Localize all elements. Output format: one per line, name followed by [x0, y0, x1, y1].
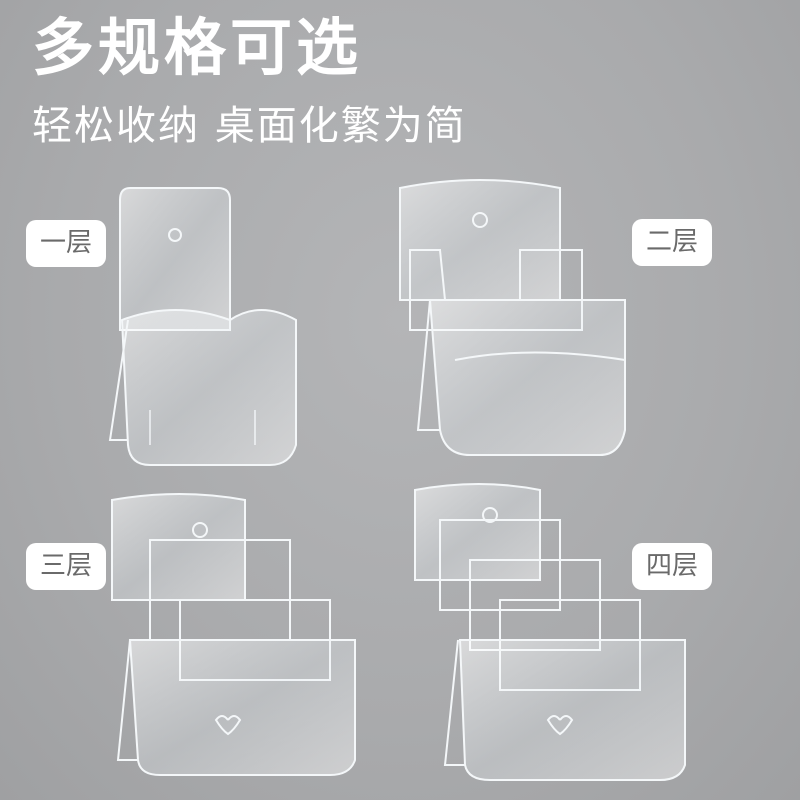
- holder-4-tier-image: [414, 483, 686, 781]
- holder-1-tier-image: [108, 187, 297, 466]
- headline-title: 多规格可选: [32, 11, 363, 84]
- variant-badge-1-tier: 一层: [26, 220, 107, 268]
- variant-badge-4-tier: 四层: [632, 543, 713, 591]
- variant-badge-3-tier: 三层: [26, 543, 107, 591]
- holder-3-tier-image: [111, 493, 356, 776]
- variant-badge-2-tier: 二层: [632, 219, 713, 267]
- holder-2-tier-image: [399, 179, 626, 456]
- headline-subtitle: 轻松收纳 桌面化繁为简: [32, 103, 467, 149]
